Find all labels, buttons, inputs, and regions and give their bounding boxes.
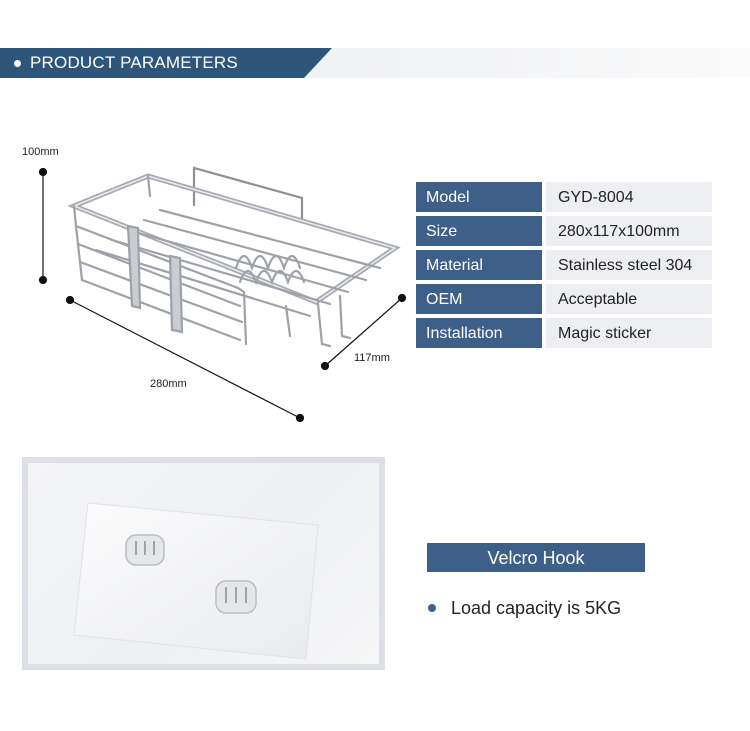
adhesive-pad-image <box>73 502 319 660</box>
spec-value: GYD-8004 <box>546 182 712 212</box>
spec-row-oem: OEM Acceptable <box>416 284 712 314</box>
spec-value: Stainless steel 304 <box>546 250 712 280</box>
spec-value: Acceptable <box>546 284 712 314</box>
header-tab <box>0 48 332 78</box>
length-dimension-label: 280mm <box>150 378 187 390</box>
spec-row-installation: Installation Magic sticker <box>416 318 712 348</box>
load-capacity-text: Load capacity is 5KG <box>451 598 622 618</box>
velcro-hook-title: Velcro Hook <box>427 543 645 572</box>
height-dimension-label: 100mm <box>22 146 59 158</box>
spec-value: 280x117x100mm <box>546 216 712 246</box>
spec-table: Model GYD-8004 Size 280x117x100mm Materi… <box>416 182 712 352</box>
spec-key: Model <box>416 182 542 212</box>
spec-value: Magic sticker <box>546 318 712 348</box>
hook-left-icon <box>125 534 165 566</box>
spec-key: Installation <box>416 318 542 348</box>
shower-basket-illustration <box>38 166 407 423</box>
velcro-hook-photo <box>22 457 385 670</box>
bullet-dot-icon <box>14 60 21 67</box>
dimension-lines <box>38 167 407 423</box>
spec-row-model: Model GYD-8004 <box>416 182 712 212</box>
basket-wires <box>67 166 401 348</box>
width-dimension-label: 117mm <box>354 352 390 364</box>
spec-row-material: Material Stainless steel 304 <box>416 250 712 280</box>
page-title: PRODUCT PARAMETERS <box>30 53 238 72</box>
spec-row-size: Size 280x117x100mm <box>416 216 712 246</box>
hook-right-icon <box>215 580 257 614</box>
spec-key: Size <box>416 216 542 246</box>
spec-key: OEM <box>416 284 542 314</box>
bullet-dot-icon <box>428 604 436 612</box>
spec-key: Material <box>416 250 542 280</box>
